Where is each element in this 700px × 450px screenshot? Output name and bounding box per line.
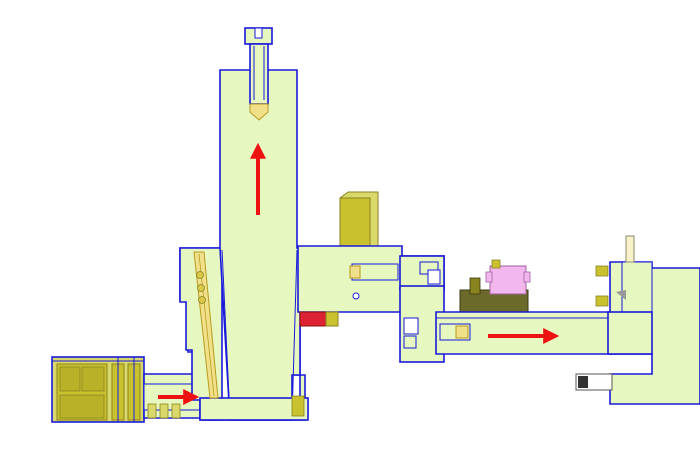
flow-arrow-icon [158, 142, 560, 405]
right-end-block [575, 235, 700, 405]
pink-block [459, 259, 531, 313]
left-manifold-block [51, 356, 145, 423]
pin-icon [193, 251, 219, 399]
bolt-icon [244, 27, 273, 121]
upper-olive-block [339, 191, 379, 247]
small-olive-block [325, 311, 339, 327]
outlet-tube [435, 311, 613, 355]
central-body [179, 69, 309, 421]
